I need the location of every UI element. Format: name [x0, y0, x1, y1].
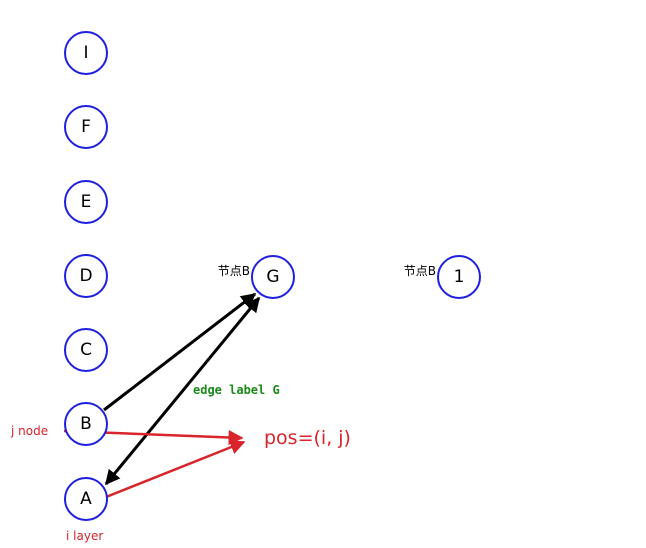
node-g-label: G — [266, 267, 279, 287]
node-c[interactable]: C — [64, 328, 108, 372]
node-d[interactable]: D — [64, 254, 108, 298]
edge-g-to-a-bidirectional — [104, 296, 261, 486]
node-one-side-label: 节点B — [404, 264, 436, 278]
node-a[interactable]: A — [64, 477, 108, 521]
annotation-pos: pos=(i, j) — [264, 427, 351, 449]
node-g-side-label: 节点B — [218, 264, 250, 278]
edge-label-g: edge label G — [193, 383, 280, 397]
annotation-arrow-i-layer — [105, 440, 246, 499]
node-one-label: 1 — [454, 267, 465, 287]
node-b-label: B — [80, 414, 92, 434]
node-i-label: I — [83, 43, 88, 63]
node-one[interactable]: 1 — [437, 255, 481, 299]
node-f-label: F — [81, 117, 91, 137]
node-i[interactable]: I — [64, 31, 108, 75]
annotation-j-node: j node — [10, 424, 48, 438]
node-a-label: A — [80, 489, 92, 509]
node-g[interactable]: G — [251, 255, 295, 299]
node-f[interactable]: F — [64, 105, 108, 149]
annotation-i-layer: i layer — [66, 529, 103, 543]
node-e-label: E — [81, 192, 92, 212]
node-e[interactable]: E — [64, 180, 108, 224]
node-c-label: C — [80, 340, 92, 360]
node-d-label: D — [79, 266, 92, 286]
node-b[interactable]: B — [64, 402, 108, 446]
